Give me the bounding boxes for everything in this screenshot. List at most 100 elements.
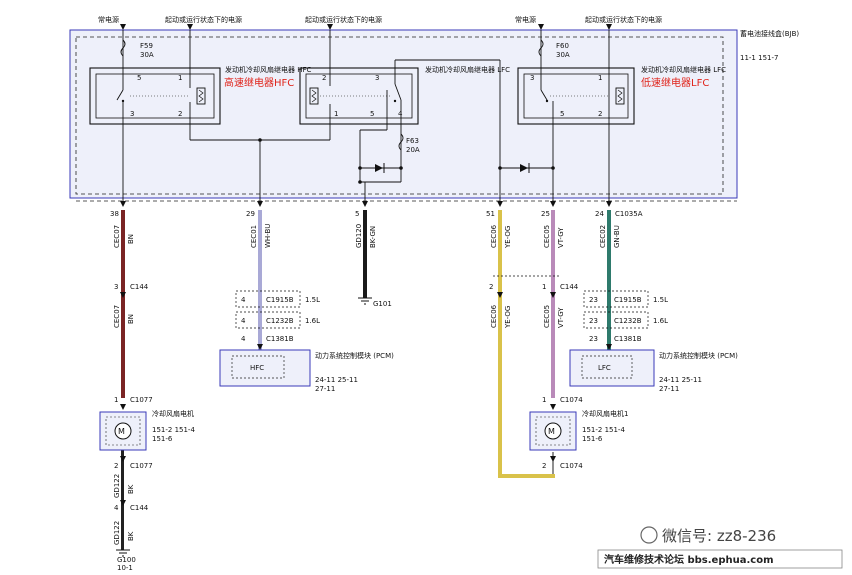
c1074-top-pin: 1 <box>542 396 546 404</box>
relay1-pin1: 1 <box>178 74 182 82</box>
connector-c1035a: C1035A <box>615 210 643 218</box>
relay3-pin1: 1 <box>598 74 602 82</box>
conn-15l: 1.5L <box>305 296 320 304</box>
fan-motor-m: M <box>118 427 125 436</box>
wire-24-gnbu <box>607 210 611 350</box>
gd122-b-color: BK <box>127 531 135 541</box>
fan-motor-label: 冷却风扇电机 <box>152 409 194 418</box>
label-constant-power-left: 常电源 <box>98 15 119 24</box>
pin23a: 23 <box>589 296 598 304</box>
c1077-top: C1077 <box>130 396 153 404</box>
fan-motor1-label: 冷却风扇电机1 <box>582 409 628 418</box>
cec05-lower-color: VT-GY <box>557 307 565 328</box>
c144l-circuit: CEC07 <box>113 305 121 328</box>
pcm-left-inner <box>231 355 285 379</box>
watermark-wechat: 微信号: zz8-236 <box>662 527 776 545</box>
wire38-pin: 38 <box>110 210 119 218</box>
relay-lfc-name: 发动机冷却风扇继电器 LFC <box>641 65 726 74</box>
conn-15l-right: 1.5L <box>653 296 668 304</box>
fan-motor1-ref2: 151-6 <box>582 435 603 443</box>
watermark-forum: 汽车维修技术论坛 bbs.ephua.com <box>604 553 774 566</box>
c144-left-pin: 3 <box>114 283 118 291</box>
pin4b: 4 <box>241 317 246 325</box>
wire-38-bn <box>121 210 125 398</box>
wire29-circuit: CEC01 <box>250 225 258 248</box>
c144-gnd: C144 <box>130 504 149 512</box>
c1074-bot-pin: 2 <box>542 462 546 470</box>
fuse-f59-symbol <box>120 39 126 57</box>
c144-gnd-pin: 4 <box>114 504 119 512</box>
wire24-color: GN-BU <box>613 225 621 248</box>
diode-right <box>520 163 530 173</box>
pcm-right-title: 动力系统控制模块 (PCM) <box>659 351 738 360</box>
relay2-pin3: 3 <box>375 74 379 82</box>
ground-g101: G101 <box>373 300 392 308</box>
c1074-top: C1074 <box>560 396 583 404</box>
wire38-color: BN <box>127 234 135 244</box>
relay2-pin2: 2 <box>322 74 326 82</box>
pcm-right-box-label: LFC <box>598 364 611 372</box>
wire24-pin: 24 <box>595 210 604 218</box>
fan-motor-symbol <box>114 422 132 440</box>
pcm-right-ref2: 27-11 <box>659 385 679 393</box>
pcm-right-module <box>569 349 655 387</box>
wire5-color: BK-GN <box>369 226 377 248</box>
fuse-f59-rating: 30A <box>140 51 154 59</box>
gd122-b-circuit: GD122 <box>113 521 121 545</box>
conn-16l: 1.6L <box>305 317 320 325</box>
pcm-left-arrow <box>257 344 263 350</box>
relay-mid-name: 发动机冷却风扇继电器 LFC <box>425 65 510 74</box>
fan-motor1-inner <box>535 416 571 446</box>
relay2-pin1: 1 <box>334 110 338 118</box>
c144-gnd-arrow <box>120 500 126 506</box>
pcm-left-module <box>219 349 311 387</box>
fuse-f60-symbol <box>538 39 544 57</box>
wire38-circuit: CEC07 <box>113 225 121 248</box>
wire-5-bkgn <box>363 210 367 298</box>
fuse-f60-name: F60 <box>556 42 569 50</box>
bjb-title: 蓄电池接线盒(BJB) <box>740 29 799 38</box>
wire51-pin: 51 <box>486 210 495 218</box>
wire25-color: VT-GY <box>557 227 565 248</box>
wire51-circuit: CEC06 <box>490 224 498 248</box>
wire-29-whbu <box>258 210 262 350</box>
cec06-lower-color: YE-OG <box>504 306 512 329</box>
relay2-pin4: 4 <box>398 110 403 118</box>
conn-c1232b-right: C1232B <box>614 317 642 325</box>
pcm-left-title: 动力系统控制模块 (PCM) <box>315 351 394 360</box>
fan-motor-ref2: 151-6 <box>152 435 173 443</box>
fuse-f63-rating: 20A <box>406 146 420 154</box>
wire29-pin: 29 <box>246 210 255 218</box>
c1077-top-arrow <box>120 404 126 410</box>
c1074-bot: C1074 <box>560 462 583 470</box>
wire24-circuit: CEC02 <box>599 225 607 248</box>
conn-c1232b: C1232B <box>266 317 294 325</box>
pcm-left-box-label: HFC <box>250 364 264 372</box>
bjb-connector-arrows <box>120 201 612 207</box>
wire5-circuit: GD120 <box>355 224 363 248</box>
fan-motor1-symbol <box>544 422 562 440</box>
junction-dots <box>258 138 555 184</box>
c1077-top-pin: 1 <box>114 396 118 404</box>
conn-16l-right: 1.6L <box>653 317 668 325</box>
label-run-power-3: 起动或运行状态下的电源 <box>585 15 662 24</box>
c144-right-arrow-b <box>550 292 556 298</box>
top-arrows <box>120 24 612 30</box>
fan-motor1-m: M <box>548 427 555 436</box>
relay3-pin5: 5 <box>560 110 564 118</box>
pcm-left-connectors <box>235 290 301 329</box>
pcm-right-inner <box>581 355 633 379</box>
relay3-pin3: 3 <box>530 74 534 82</box>
pin4a: 4 <box>241 296 246 304</box>
label-constant-power-right: 常电源 <box>515 15 536 24</box>
ground-g100: G100 <box>117 556 136 564</box>
pcm-right-connectors <box>583 290 649 329</box>
relay1-pin2: 2 <box>178 110 182 118</box>
c144-right-arrow-a <box>497 292 503 298</box>
label-run-power-2: 起动或运行状态下的电源 <box>305 15 382 24</box>
c1074-top-arrow <box>550 404 556 410</box>
relay-hfc-cn: 高速继电器HFC <box>224 76 294 89</box>
fan-motor-inner <box>105 416 141 446</box>
pcm-right-ref1: 24-11 25-11 <box>659 376 702 384</box>
